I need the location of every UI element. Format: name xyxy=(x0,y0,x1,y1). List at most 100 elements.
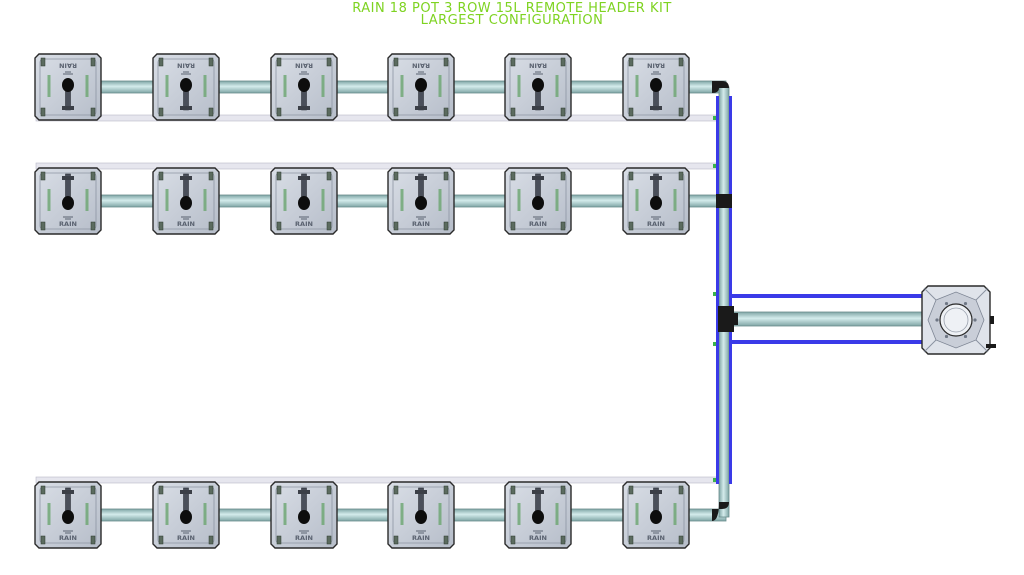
pot-corner-pin xyxy=(40,535,46,545)
pot-corner-pin xyxy=(393,535,399,545)
pot-corner-pin xyxy=(276,171,282,181)
pot-corner-pin xyxy=(678,535,684,545)
pot-label: RAIN xyxy=(647,220,665,228)
pot-arrow-icon xyxy=(63,216,73,220)
pot-3-5: RAIN xyxy=(504,481,572,549)
pot-corner-pin xyxy=(158,57,164,67)
pot-corner-pin xyxy=(90,171,96,181)
pot-label: RAIN xyxy=(529,62,547,70)
pot-arrow-icon xyxy=(533,530,543,534)
pot-corner-pin xyxy=(560,535,566,545)
pot-corner-pin xyxy=(560,485,566,495)
pot-corner-pin xyxy=(678,171,684,181)
pot-corner-pin xyxy=(443,485,449,495)
tee-fitting-header xyxy=(718,306,734,332)
pot-rim xyxy=(157,58,215,116)
tank-bolt xyxy=(963,301,968,306)
dripper-clip xyxy=(650,106,662,110)
pot-layer: RAIN RAIN RAIN RAIN RAIN RAIN RAIN RAIN RAIN RAIN… xyxy=(34,53,690,549)
pot-rim xyxy=(157,172,215,230)
pot-label: RAIN xyxy=(177,62,195,70)
pot-corner-pin xyxy=(628,485,634,495)
pot-side-tab xyxy=(283,75,287,97)
pot-side-tab xyxy=(47,189,51,211)
pot-3-3: RAIN xyxy=(270,481,338,549)
drain-pipe-row-2 xyxy=(35,162,727,170)
pot-1-2: RAIN xyxy=(152,53,220,121)
pot-label: RAIN xyxy=(177,220,195,228)
pot-corner-pin xyxy=(393,171,399,181)
pot-1-5: RAIN xyxy=(504,53,572,121)
pot-3-1: RAIN xyxy=(34,481,102,549)
pot-corner-pin xyxy=(208,107,214,117)
tank-bolt xyxy=(963,334,968,339)
pot-1-1: RAIN xyxy=(34,53,102,121)
pot-drain-hole xyxy=(180,510,192,524)
pot-2-6: RAIN xyxy=(622,167,690,235)
pot-corner-pin xyxy=(90,57,96,67)
pot-drain-hole xyxy=(532,78,544,92)
dripper-clip xyxy=(650,176,662,180)
pot-2-1: RAIN xyxy=(34,167,102,235)
pot-label: RAIN xyxy=(647,62,665,70)
dripper-clip xyxy=(62,490,74,494)
pot-side-tab xyxy=(283,503,287,525)
pot-drain-hole xyxy=(180,78,192,92)
pot-1-6: RAIN xyxy=(622,53,690,121)
pot-side-tab xyxy=(673,503,677,525)
pot-corner-pin xyxy=(208,221,214,231)
pot-rim xyxy=(509,58,567,116)
pot-drain-hole xyxy=(298,78,310,92)
pot-label: RAIN xyxy=(412,220,430,228)
pot-corner-pin xyxy=(678,57,684,67)
pot-rim xyxy=(275,58,333,116)
pot-side-tab xyxy=(673,75,677,97)
pot-2-2: RAIN xyxy=(152,167,220,235)
pot-corner-pin xyxy=(326,57,332,67)
pot-side-tab xyxy=(321,503,325,525)
pot-arrow-icon xyxy=(181,530,191,534)
pot-corner-pin xyxy=(510,171,516,181)
pot-drain-hole xyxy=(415,78,427,92)
dripper-clip xyxy=(180,106,192,110)
pot-side-tab xyxy=(400,189,404,211)
pot-corner-pin xyxy=(510,57,516,67)
pot-corner-pin xyxy=(40,485,46,495)
tee-fitting-row-2 xyxy=(716,194,732,208)
dripper-clip xyxy=(415,176,427,180)
tank-bolt xyxy=(944,301,949,306)
pot-drain-hole xyxy=(415,510,427,524)
pot-corner-pin xyxy=(40,221,46,231)
pot-corner-pin xyxy=(678,485,684,495)
pot-corner-pin xyxy=(326,171,332,181)
pot-rim xyxy=(275,486,333,544)
pot-corner-pin xyxy=(443,221,449,231)
pot-drain-hole xyxy=(650,196,662,210)
pot-corner-pin xyxy=(208,171,214,181)
pot-side-tab xyxy=(165,503,169,525)
pot-side-tab xyxy=(438,503,442,525)
dripper-clip xyxy=(298,490,310,494)
pot-corner-pin xyxy=(560,171,566,181)
pot-side-tab xyxy=(165,75,169,97)
pot-side-tab xyxy=(203,75,207,97)
pot-2-5: RAIN xyxy=(504,167,572,235)
pot-label: RAIN xyxy=(529,534,547,542)
pot-side-tab xyxy=(635,189,639,211)
green-connector-5 xyxy=(713,478,716,482)
pot-side-tab xyxy=(321,189,325,211)
pot-rim xyxy=(392,486,450,544)
pot-corner-pin xyxy=(393,107,399,117)
pot-corner-pin xyxy=(158,535,164,545)
pot-label: RAIN xyxy=(295,534,313,542)
pot-rim xyxy=(39,58,97,116)
pot-side-tab xyxy=(517,189,521,211)
pot-arrow-icon xyxy=(299,530,309,534)
pot-side-tab xyxy=(47,75,51,97)
pot-corner-pin xyxy=(510,107,516,117)
green-connector-1 xyxy=(713,116,716,120)
tank-drain-fitting xyxy=(986,344,996,348)
dripper-clip xyxy=(298,176,310,180)
pot-label: RAIN xyxy=(295,62,313,70)
dripper-clip xyxy=(415,490,427,494)
